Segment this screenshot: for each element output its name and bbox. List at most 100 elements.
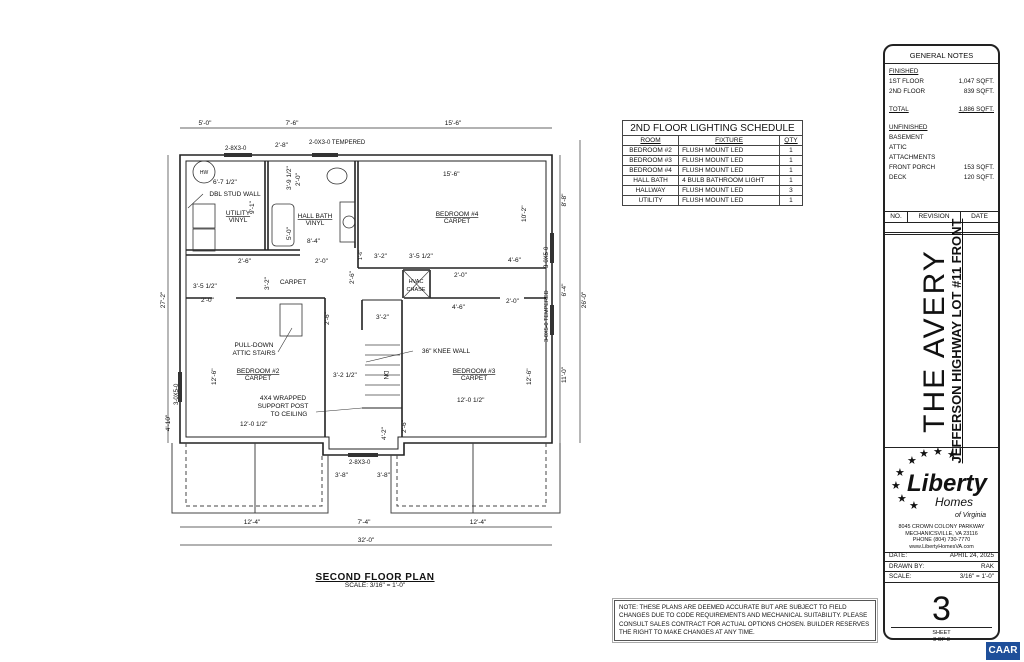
label-utility: UTILITY (226, 210, 251, 217)
cell-qty: 1 (778, 195, 804, 206)
dim-bottom-2: 7'-4" (358, 519, 372, 526)
label-support-post-3: TO CEILING (271, 411, 308, 418)
dim-right-1: 8'-8" (561, 193, 568, 207)
window-label: 2-0X3-0 TEMPERED (309, 140, 366, 146)
window-bath (312, 153, 338, 157)
project-title-box: THE AVERY JEFFERSON HIGHWAY LOT #11 FRON… (885, 219, 998, 463)
star-icons: ★★★★ ★★★★ (891, 446, 957, 512)
cell-qty: 1 (778, 145, 804, 156)
dim: 2'-0" (454, 272, 468, 279)
cell-qty: 1 (778, 155, 804, 166)
dim-bottom-1: 12'-4" (244, 519, 261, 526)
project-name: THE AVERY (917, 249, 951, 433)
dim-top-3: 15'-6" (445, 120, 462, 127)
windows (178, 153, 554, 457)
dim-top-2: 7'-6" (286, 120, 300, 127)
cell-fixture: FLUSH MOUNT LED (678, 195, 780, 206)
dim: 10'-2" (521, 205, 528, 222)
label-hall-bath-floor: VINYL (306, 220, 325, 227)
cell-fixture: FLUSH MOUNT LED (678, 155, 780, 166)
dimension-labels: 5'-0" 7'-6" 15'-6" 12'-4" 7'-4" 12'-4" 3… (160, 120, 588, 544)
svg-text:★: ★ (895, 467, 905, 479)
water-heater (192, 160, 216, 184)
cell-room: BEDROOM #4 (621, 165, 680, 176)
label-bedroom-2-floor: CARPET (245, 375, 271, 382)
dim: 8'-4" (307, 238, 321, 245)
disclaimer-note: NOTE: THESE PLANS ARE DEEMED ACCURATE BU… (612, 597, 878, 644)
dim: 3'-8" (335, 472, 349, 479)
window-label: 3-0X5-0 (174, 383, 180, 405)
address-line: MECHANICSVILLE, VA 23116 (905, 530, 978, 537)
lighting-schedule: 2ND FLOOR LIGHTING SCHEDULE ROOM FIXTURE… (621, 120, 804, 206)
label-attic-stairs-2: ATTIC STAIRS (232, 350, 276, 357)
drawn-by-label: DRAWN BY: (889, 562, 925, 570)
dim: 3'-2" (374, 253, 388, 260)
dim: 2'-0" (295, 172, 302, 186)
drawn-by-value: RAK (981, 562, 994, 570)
dim-top-1: 5'-0" (199, 120, 213, 127)
label-bedroom-4: BEDROOM #4 (436, 211, 479, 218)
dim: 2'-6" (401, 419, 408, 433)
svg-text:★: ★ (907, 455, 917, 467)
window-label: 3-0X5-0 (544, 246, 550, 268)
liberty-homes-logo: ★★★★ ★★★★ Liberty Homes of Virginia (885, 446, 998, 522)
label-dbl-stud-wall: DBL STUD WALL (209, 191, 261, 198)
dim: 3'-5 1/2" (193, 283, 217, 290)
cell-room: HALL BATH (621, 175, 680, 186)
finished-heading: FINISHED (889, 68, 919, 75)
sheet-of: 3 OF 8 (933, 636, 950, 643)
attic-label: ATTIC (889, 144, 907, 151)
schedule-header: ROOM FIXTURE QTY (621, 135, 804, 146)
dim: 3'-8" (377, 472, 391, 479)
caar-badge: CAAR (986, 642, 1020, 660)
cell-qty: 1 (778, 175, 804, 186)
window-label: 2-8X3-0 (225, 146, 247, 152)
cell-room: BEDROOM #3 (621, 155, 680, 166)
second-floor-value: 839 SQFT. (963, 88, 994, 95)
dim: 2'-6" (324, 311, 331, 325)
logo-sub-text: Homes (935, 495, 973, 509)
schedule-title: 2ND FLOOR LIGHTING SCHEDULE (622, 120, 803, 136)
website: www.LibertyHomesVA.com (909, 543, 974, 550)
dim-left-2: 4'-10" (165, 414, 172, 431)
dim: 3'-2" (264, 276, 271, 290)
logo-tag-text: of Virginia (955, 512, 986, 519)
rev-col-date: DATE (971, 213, 988, 220)
rev-col-revision: REVISION (908, 212, 961, 222)
dim: 12'-0 1/2" (457, 397, 485, 404)
dim: 12'-6" (526, 368, 533, 385)
label-hallway-carpet: CARPET (280, 279, 306, 286)
address-line: 8045 CROWN COLONY PARKWAY (898, 524, 985, 530)
vanity (339, 201, 356, 243)
bathtub (271, 203, 295, 247)
first-floor-value: 1,047 SQFT. (958, 78, 994, 85)
scale-label: SCALE: (889, 573, 912, 580)
basement-label: BASEMENT (889, 134, 924, 141)
dim: 15'-6" (443, 171, 460, 178)
front-porch-label: FRONT PORCH (889, 164, 936, 171)
phone: PHONE (804) 730-7770 (912, 537, 971, 543)
sheet-label: SHEET (932, 630, 951, 636)
window-bedroom3 (550, 305, 554, 335)
dim-right-2: 6'-4" (561, 283, 568, 297)
svg-text:★: ★ (947, 449, 957, 461)
cell-fixture: 4 BULB BATHROOM LIGHT (678, 175, 780, 186)
project-location: JEFFERSON HIGHWAY LOT #11 FRONT (948, 218, 964, 464)
dim: 12'-0 1/2" (240, 421, 268, 428)
washer (192, 203, 216, 229)
logo-main-text: Liberty (907, 470, 989, 497)
dim: 4'-6" (452, 304, 466, 311)
cell-qty: 1 (778, 165, 804, 176)
dim: 9'-1" (249, 200, 256, 214)
svg-text:★: ★ (891, 480, 901, 492)
revision-table: NO. REVISION DATE (885, 211, 998, 233)
label-water-heater: HW (200, 170, 209, 176)
dim-bottom-3: 12'-4" (470, 519, 487, 526)
hvac-chase (402, 269, 431, 299)
label-stairs-down: DN (382, 371, 388, 380)
walls (179, 154, 553, 456)
window-bedroom2 (178, 372, 182, 402)
dim: 2'-0" (201, 297, 215, 304)
dim: 12'-6" (211, 368, 218, 385)
